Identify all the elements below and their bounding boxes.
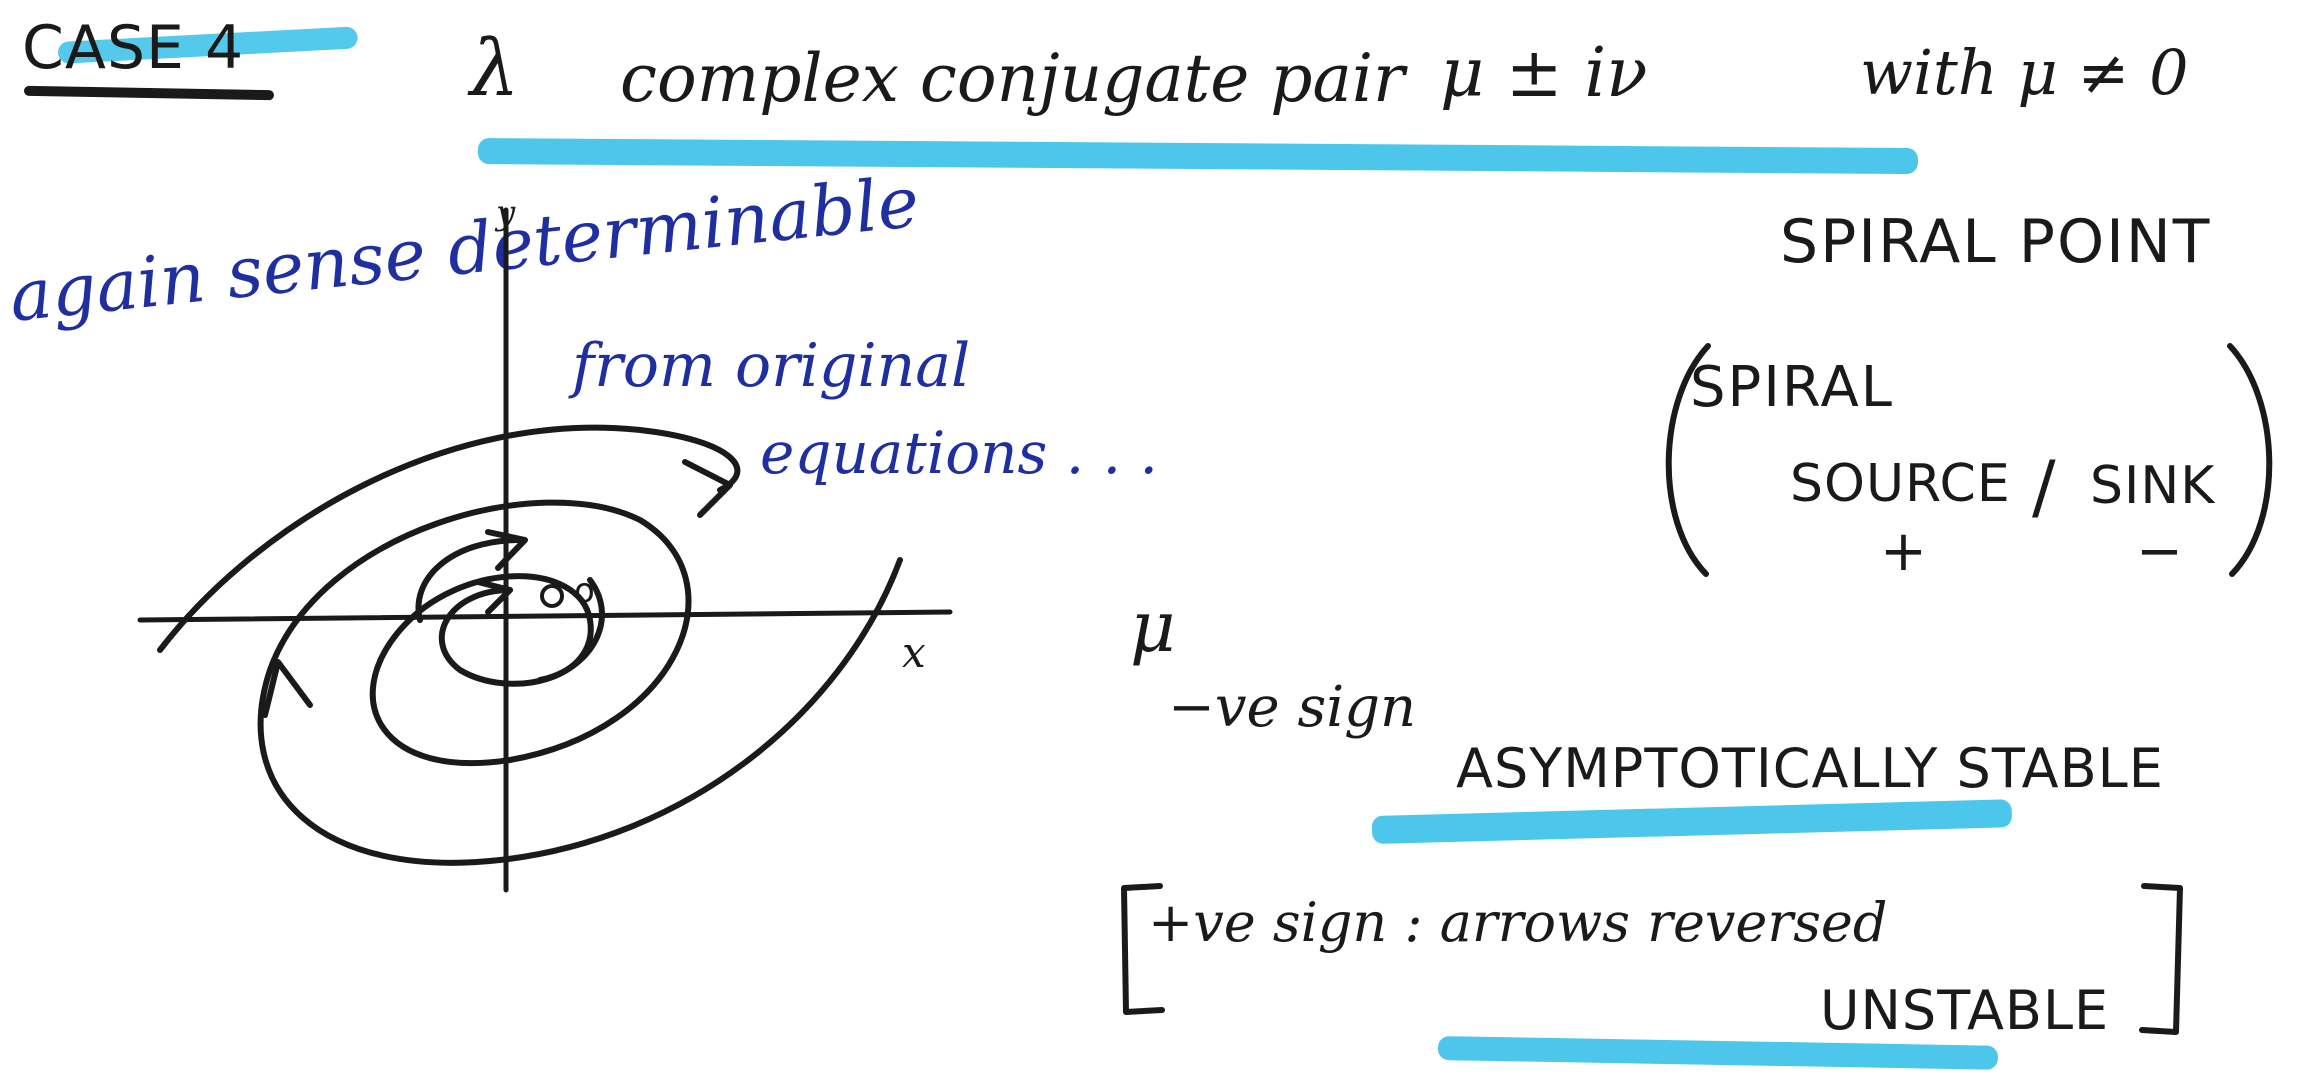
stable-label: ASYMPTOTICALLY STABLE <box>1456 737 2164 800</box>
origin-label: o <box>574 571 595 611</box>
paren-sink: SINK <box>2090 456 2216 516</box>
case-label-underline <box>23 85 275 101</box>
unstable-label: UNSTABLE <box>1820 979 2110 1042</box>
x-axis <box>137 609 953 623</box>
sink-sign: − <box>2136 519 2183 584</box>
x-axis-label: x <box>902 628 926 677</box>
paren-spiral: SPIRAL <box>1690 355 1894 420</box>
negative-sign-note: −ve sign <box>1168 675 1417 740</box>
annotation-line3: equations . . . <box>760 419 1158 487</box>
y-axis-label: y <box>496 193 516 233</box>
mu-symbol: μ <box>1130 586 1176 668</box>
lambda-symbol: λ <box>470 24 520 114</box>
spiral-trajectory <box>157 424 903 866</box>
positive-sign-note: +ve sign : arrows reversed <box>1148 891 1888 954</box>
heading-description: complex conjugate pair <box>620 40 1405 117</box>
paren-slash: / <box>2032 446 2056 528</box>
paren-source: SOURCE <box>1790 454 2011 514</box>
origin-marker <box>540 584 564 608</box>
heading-expression: μ ± iν <box>1440 34 1648 113</box>
left-parenthesis <box>1665 343 1711 577</box>
direction-arrows <box>262 459 733 718</box>
annotation-line2: from original <box>572 331 971 401</box>
classification-title: SPIRAL POINT <box>1780 207 2212 277</box>
case-label: CASE 4 <box>22 13 245 83</box>
phase-portrait <box>137 207 953 893</box>
right-square-bracket <box>2139 883 2183 1035</box>
right-parenthesis <box>2227 343 2273 577</box>
heading-highlight <box>477 138 1919 175</box>
stable-highlight <box>1371 799 2013 844</box>
source-sign: + <box>1880 519 1927 584</box>
left-square-bracket <box>1121 883 1165 1015</box>
heading-condition: with μ ≠ 0 <box>1860 36 2189 109</box>
